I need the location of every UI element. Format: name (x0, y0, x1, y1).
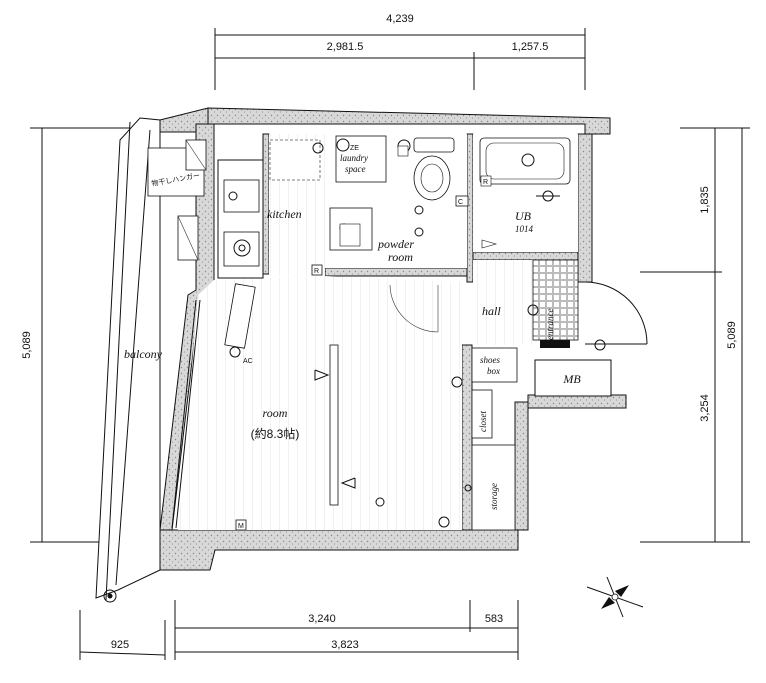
laundry-label-1: laundry (340, 153, 368, 163)
room-label: room (263, 406, 288, 420)
m-label: M (238, 523, 244, 530)
compass-icon (586, 576, 644, 618)
dim-bottom-room: 3,240 (308, 613, 336, 625)
kitchen-r-label: R (314, 268, 319, 275)
dim-top-total: 4,239 (386, 13, 414, 25)
dimension-top: 4,239 2,981.5 1,257.5 (214, 13, 586, 90)
ub-label: UB (515, 209, 532, 223)
closet-label: closet (478, 411, 488, 432)
dimension-right: 1,835 3,254 5,089 (640, 127, 750, 543)
storage-area: shoes box MB closet storage (464, 347, 612, 531)
dim-left-height: 5,089 (21, 331, 33, 359)
dim-bottom-right: 583 (485, 613, 503, 625)
dim-right-total: 5,089 (726, 321, 738, 349)
powder-label-2: room (388, 250, 413, 264)
dimension-left: 5,089 (21, 127, 130, 543)
dim-bottom-left: 925 (111, 639, 129, 651)
powder-label-1: powder (377, 237, 414, 251)
dim-top-left: 2,981.5 (327, 41, 364, 53)
hall-area: hall entrance (473, 259, 648, 351)
hall-label: hall (482, 304, 501, 318)
dim-right-lower: 3,254 (699, 394, 711, 422)
entrance-label: entrance (545, 309, 555, 341)
dim-right-upper: 1,835 (699, 186, 711, 214)
dim-bottom-total: 3,823 (331, 639, 359, 651)
unit-bath-area: R UB 1014 (473, 134, 578, 252)
mb-label: MB (562, 372, 581, 386)
ub-size-label: 1014 (515, 224, 534, 234)
dim-top-right: 1,257.5 (512, 41, 549, 53)
c-label: C (458, 199, 463, 206)
ze-label: ZE (350, 145, 359, 152)
shoes-box-label-2: box (487, 366, 500, 376)
shoes-box-label-1: shoes (480, 355, 500, 365)
walls (159, 107, 627, 571)
ub-r-label: R (483, 179, 488, 186)
kitchen-label: kitchen (267, 207, 302, 221)
room-size-label: (約8.3帖) (251, 426, 300, 441)
laundry-label-2: space (345, 164, 366, 174)
storage-label: storage (489, 483, 499, 510)
ac-label: AC (243, 358, 253, 365)
balcony-label: balcony (124, 347, 163, 361)
powder-room-area: ZE laundry space C powder room (325, 134, 469, 333)
kitchen-area: R kitchen (217, 139, 324, 279)
dimension-bottom: 925 3,240 583 3,823 (79, 600, 519, 660)
balcony-area: 物干しハンガー balcony (95, 117, 207, 603)
